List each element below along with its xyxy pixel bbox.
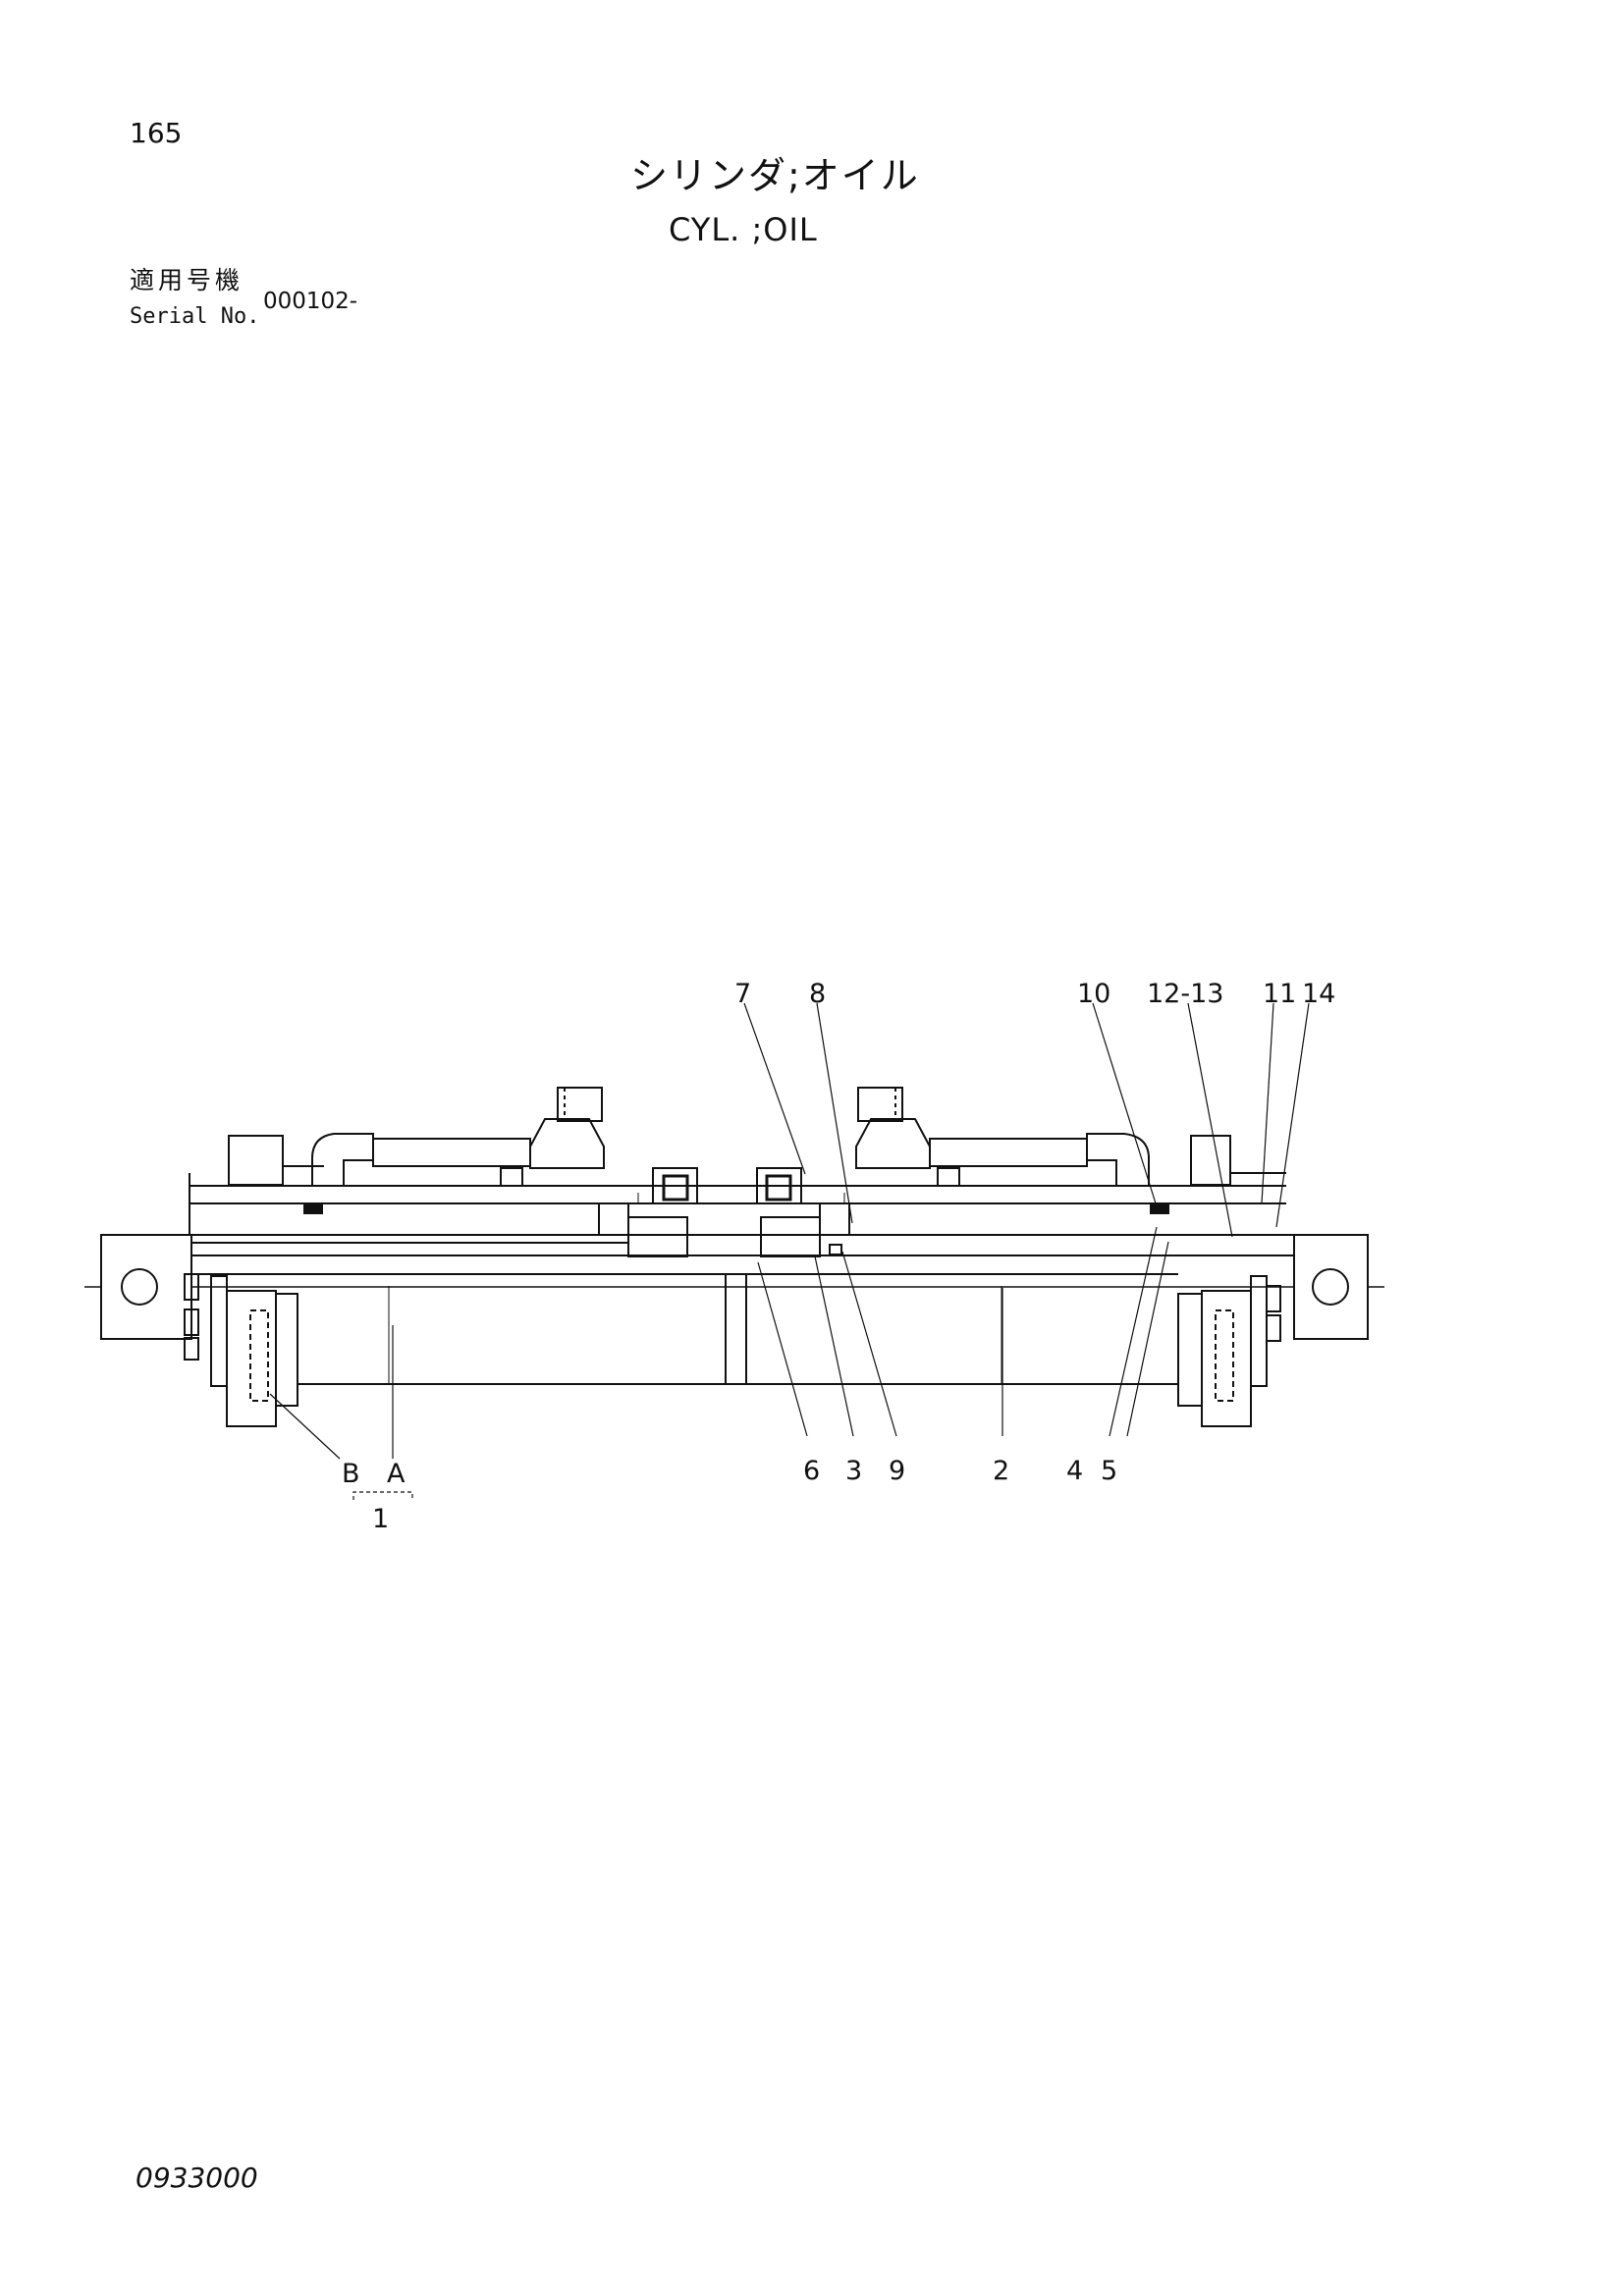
callout-9: 9 <box>889 1456 905 1486</box>
callout-10: 10 <box>1077 979 1110 1009</box>
callout-2: 2 <box>993 1456 1009 1486</box>
page-title-japanese: シリンダ;オイル <box>630 154 920 197</box>
callout-B: B <box>342 1459 360 1489</box>
piston-rod <box>191 1234 1294 1275</box>
callout-7: 7 <box>734 979 751 1009</box>
page-number: 165 <box>130 117 183 149</box>
callout-5: 5 <box>1101 1456 1117 1486</box>
left-head-flange <box>210 1275 298 1427</box>
callout-1: 1 <box>372 1504 389 1534</box>
page-title-english: CYL. ;OIL <box>669 211 818 248</box>
callout-8: 8 <box>809 979 826 1009</box>
right-clevis <box>1293 1234 1369 1340</box>
callout-14: 14 <box>1302 979 1335 1009</box>
left-hydraulic-pipe <box>311 1087 605 1187</box>
callout-6: 6 <box>803 1456 820 1486</box>
right-head-flange <box>1177 1275 1281 1427</box>
serial-number-value: 000102- <box>263 289 358 314</box>
callout-A: A <box>387 1459 406 1489</box>
serial-label-japanese: 適用号機 <box>130 266 244 294</box>
cylinder-upper-section <box>189 1135 1286 1257</box>
callout-4: 4 <box>1066 1456 1083 1486</box>
left-clevis <box>100 1234 199 1361</box>
callout-leaders <box>269 1002 1310 1500</box>
document-number: 0933000 <box>135 2162 258 2194</box>
cylinder-barrel <box>298 1273 1178 1385</box>
callout-3: 3 <box>845 1456 862 1486</box>
callout-11: 11 <box>1263 979 1296 1009</box>
right-hydraulic-pipe <box>855 1087 1150 1187</box>
callout-12-13: 12-13 <box>1147 979 1223 1009</box>
serial-label-english: Serial No. <box>130 304 260 329</box>
